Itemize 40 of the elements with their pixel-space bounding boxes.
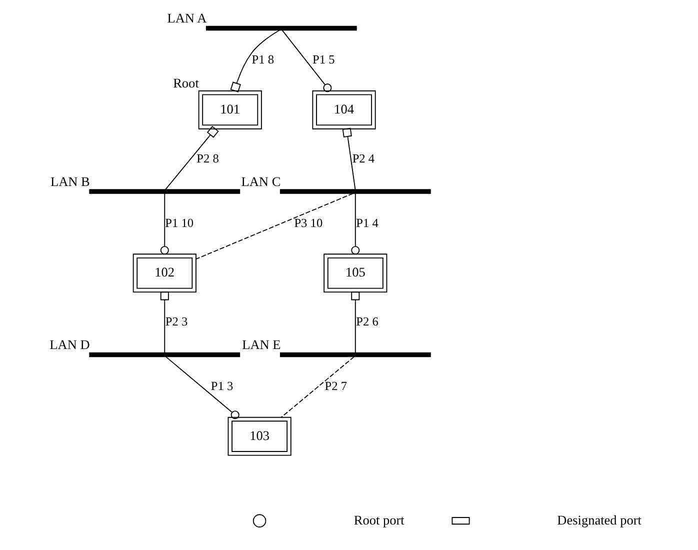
edge-label: P2 3: [165, 314, 188, 329]
connector: [351, 292, 360, 354]
node-box: 101: [198, 90, 262, 130]
edge-label: P2 7: [324, 379, 348, 394]
connector: [230, 30, 280, 92]
connector: [160, 193, 169, 255]
node-box: [206, 26, 357, 31]
node-label: LAN B: [50, 174, 90, 189]
connector: [351, 193, 360, 255]
node-label: LAN E: [242, 337, 281, 352]
connector: [280, 356, 355, 418]
node-box: [280, 352, 431, 358]
node-label: LAN D: [50, 337, 90, 352]
node-label: LAN C: [241, 174, 281, 189]
node-box: [280, 189, 431, 194]
connector: [282, 30, 332, 92]
node-label: LAN A: [167, 10, 207, 26]
node-box: [89, 189, 240, 194]
node-box: 104: [312, 90, 376, 130]
node-box: [89, 352, 240, 358]
node-box: 103: [228, 416, 292, 456]
edge-label: P1 8: [252, 52, 274, 67]
connector: [342, 128, 356, 190]
node-label: Root: [173, 75, 199, 90]
legend-label: Designated port: [557, 512, 642, 528]
edge-label: P1 5: [312, 52, 335, 67]
edge-label: P1 3: [210, 379, 234, 394]
edge-label: P1 10: [165, 216, 194, 230]
edge-label: P3 10: [294, 216, 323, 230]
connector: [196, 192, 354, 260]
connector: [164, 126, 219, 190]
legend-label: Root port: [354, 512, 404, 528]
edge-label: P2 8: [196, 151, 219, 166]
edge-label: P2 6: [356, 314, 378, 329]
edge-label: P2 4: [352, 151, 375, 166]
connector: [166, 356, 240, 420]
connector: [160, 292, 169, 354]
edge-label: P1 4: [356, 216, 378, 230]
node-box: 105: [324, 254, 388, 293]
node-box: 102: [132, 254, 196, 293]
